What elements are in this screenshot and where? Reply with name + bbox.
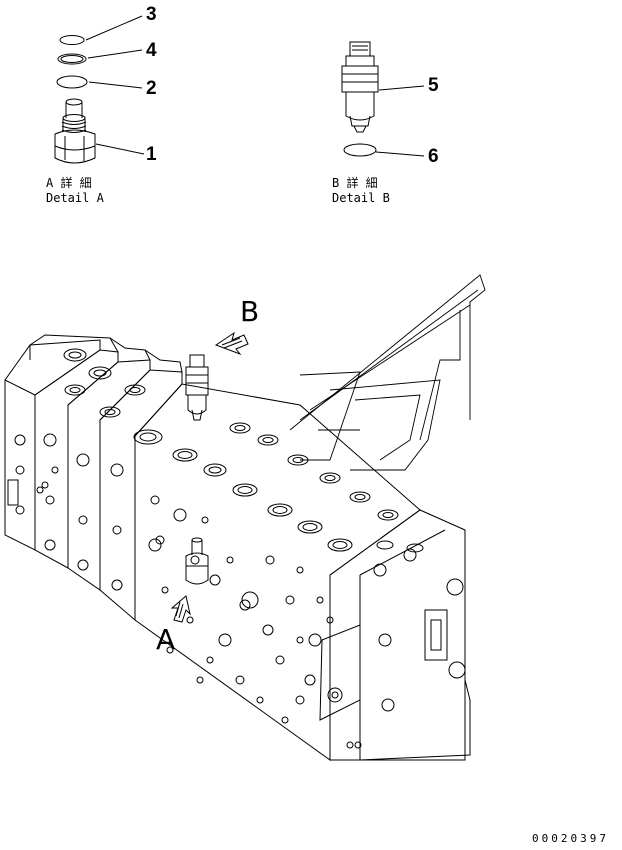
part-1-plug xyxy=(55,99,95,163)
top-ports xyxy=(64,349,423,552)
callout-3: 3 xyxy=(146,4,157,25)
part-3-oring xyxy=(60,36,84,45)
detail-b-caption: B 詳 細 Detail B xyxy=(332,176,390,206)
view-letter-a: A xyxy=(156,623,176,656)
detail-b-en: Detail B xyxy=(332,191,390,205)
detail-a-parts xyxy=(55,16,144,163)
logo-watermark xyxy=(290,275,485,470)
callout-4: 4 xyxy=(146,40,157,61)
part-2-oring xyxy=(57,76,87,88)
view-arrow-b xyxy=(216,333,248,354)
callout-2: 2 xyxy=(146,78,157,99)
part-4-backup-ring xyxy=(58,54,86,64)
detail-b-jp: B 詳 細 xyxy=(332,176,378,190)
control-valve-block xyxy=(5,335,470,760)
side-holes xyxy=(8,434,333,723)
view-letter-b: B xyxy=(240,295,260,328)
document-number: 00020397 xyxy=(532,832,609,845)
detail-a-caption: A 詳 細 Detail A xyxy=(46,176,104,206)
callout-5: 5 xyxy=(428,75,439,96)
callout-6: 6 xyxy=(428,146,439,167)
plug-a-installed xyxy=(186,538,208,584)
part-6-oring xyxy=(344,144,376,156)
detail-a-en: Detail A xyxy=(46,191,104,205)
callout-1: 1 xyxy=(146,144,157,165)
detail-b-parts xyxy=(342,42,424,156)
part-5-valve xyxy=(342,42,378,132)
view-arrow-a xyxy=(172,596,190,622)
valve-b-installed xyxy=(186,355,208,420)
detail-a-jp: A 詳 細 xyxy=(46,176,92,190)
